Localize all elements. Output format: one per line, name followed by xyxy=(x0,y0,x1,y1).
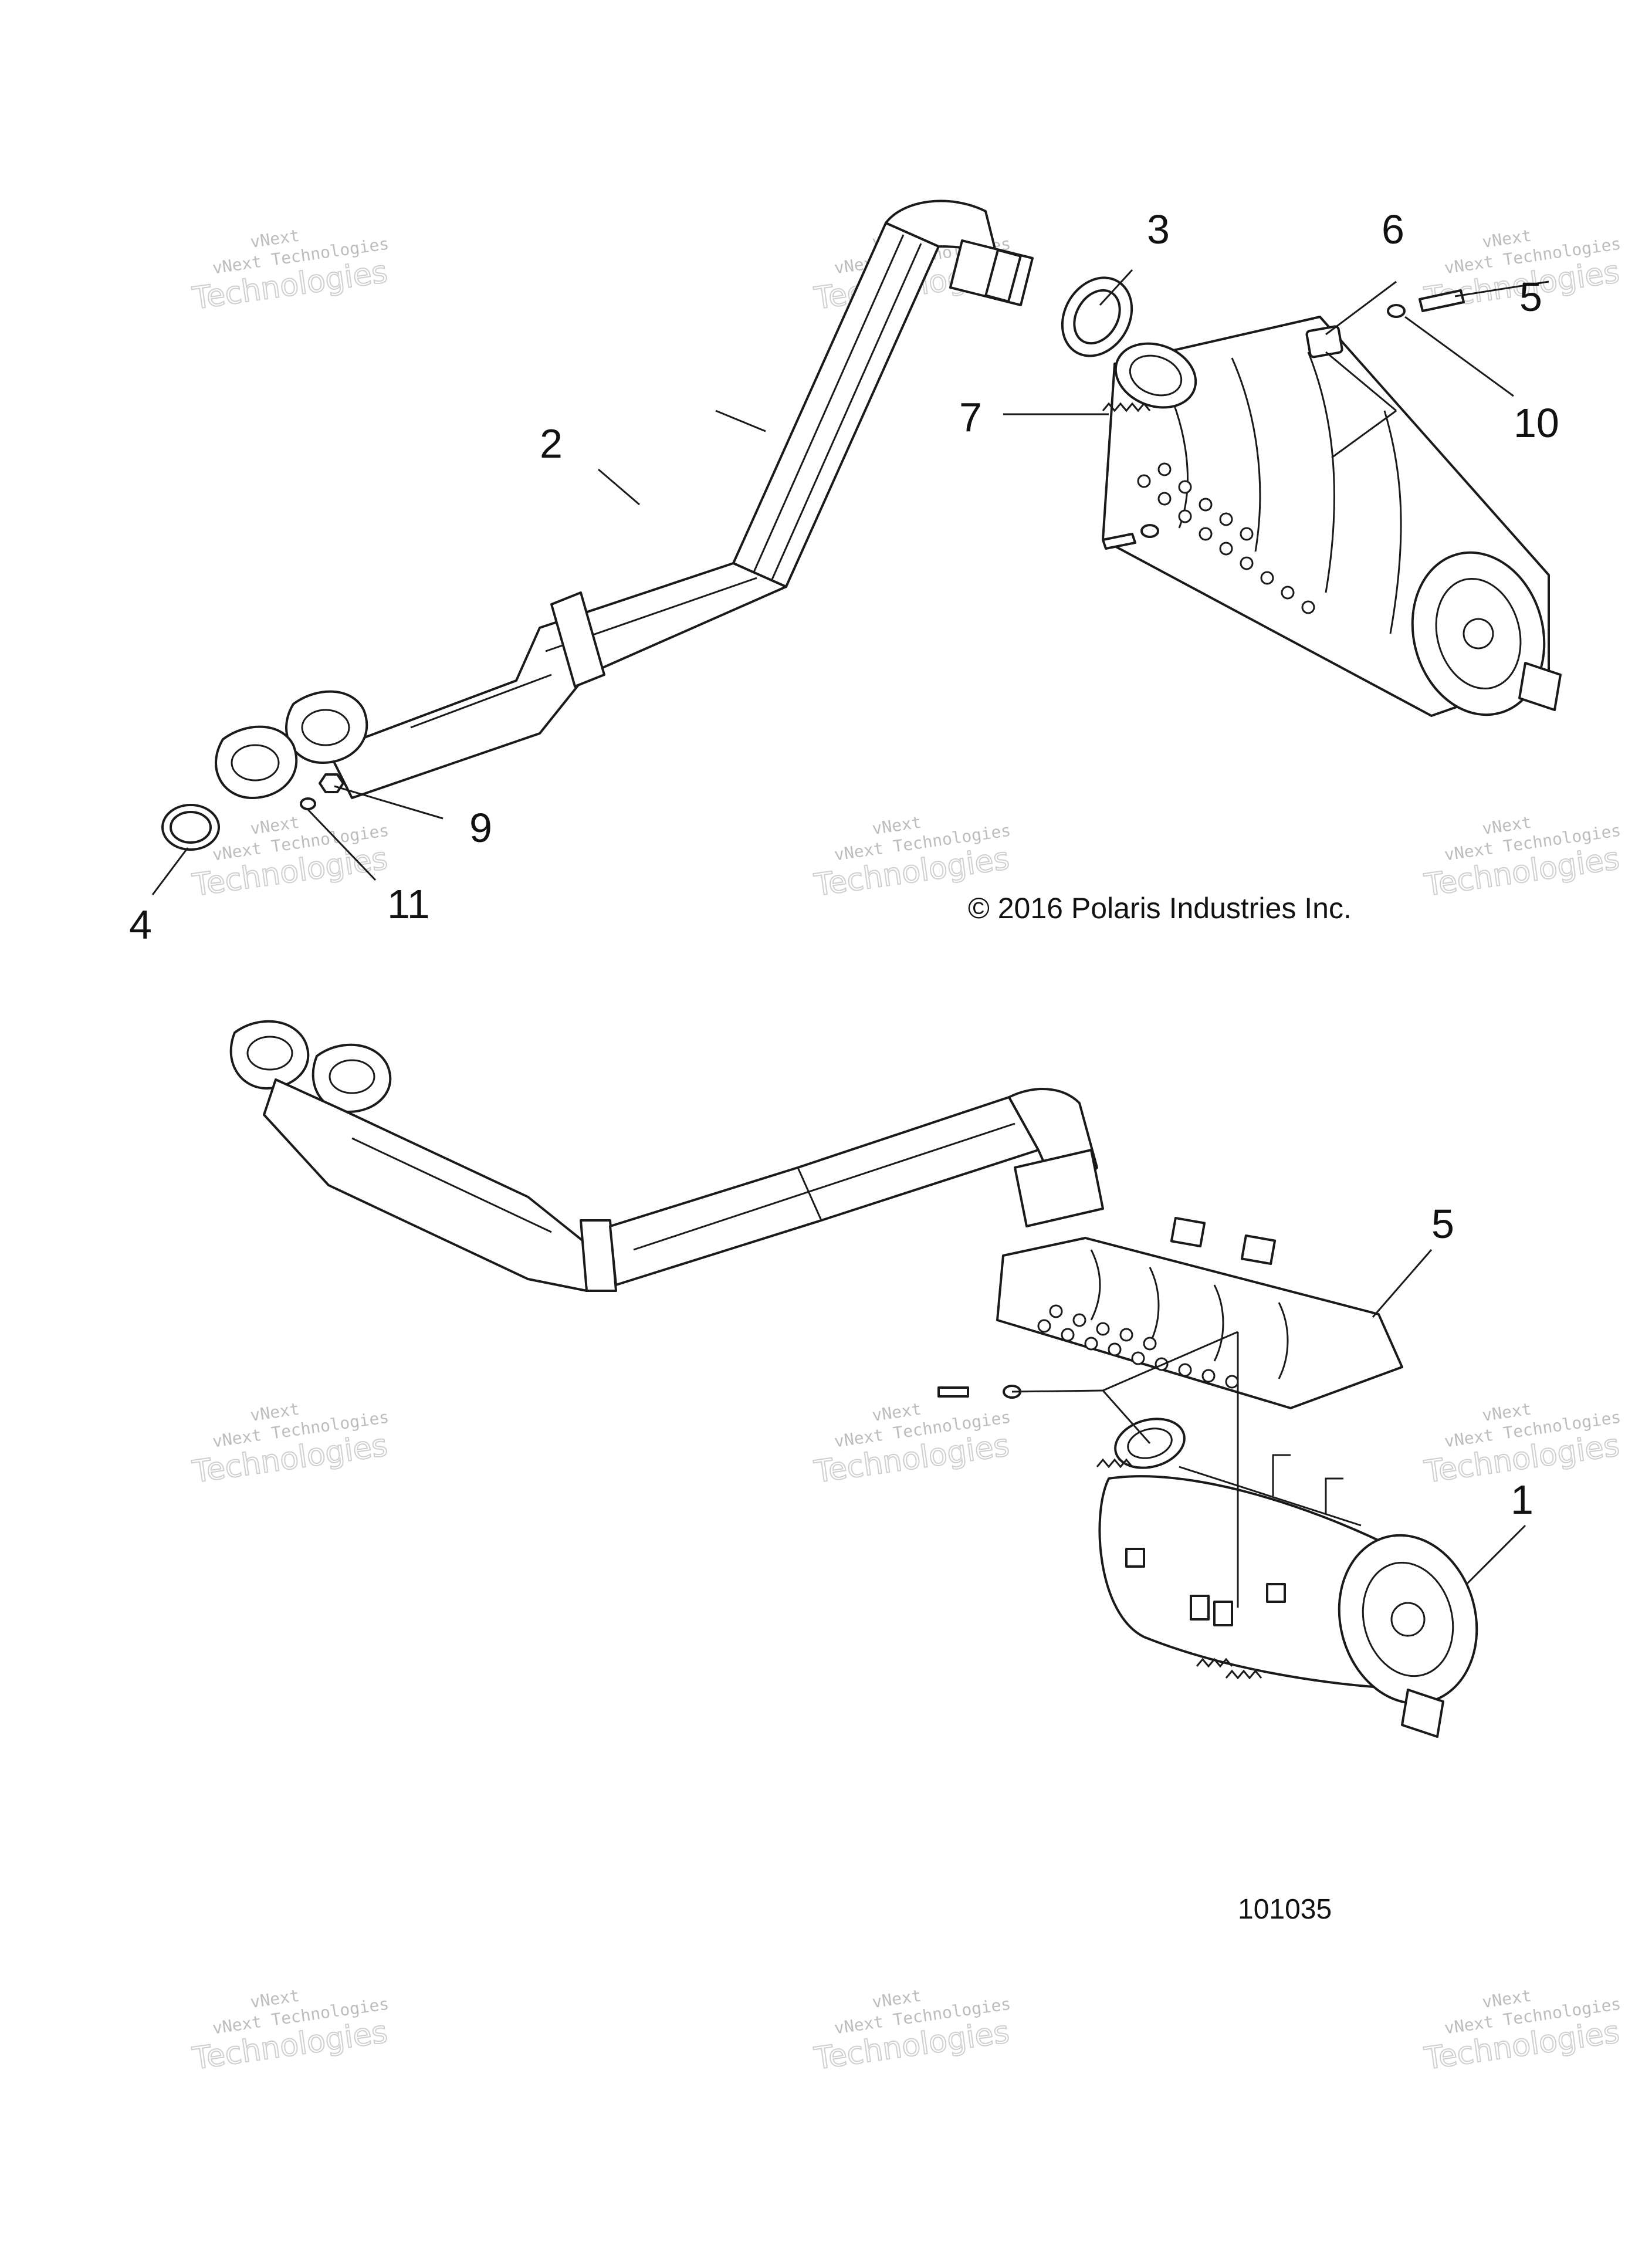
watermark: vNext vNext Technologies Technologies xyxy=(1421,226,1622,317)
callout-10: 10 xyxy=(1514,400,1559,446)
watermark: vNext vNext Technologies Technologies xyxy=(1421,813,1622,904)
exhaust-flange xyxy=(215,725,298,799)
callout-9: 9 xyxy=(469,805,492,851)
callouts-top: 3 6 5 7 10 2 9 11 4 xyxy=(129,207,1559,948)
leader-lines-bottom xyxy=(1011,1249,1526,1608)
figure-number: 101035 xyxy=(1238,1894,1332,1925)
callouts-bottom: 5 1 xyxy=(1431,1201,1533,1523)
seal-ring xyxy=(1061,276,1133,357)
exhaust-flange xyxy=(285,690,368,764)
callout-7: 7 xyxy=(959,394,982,440)
callout-2: 2 xyxy=(540,421,563,466)
watermark: vNext vNext Technologies Technologies xyxy=(1421,1399,1622,1491)
exhaust-spring xyxy=(1102,402,1151,412)
watermark: vNext vNext Technologies Technologies xyxy=(811,813,1012,904)
bolt-washer xyxy=(1387,289,1465,318)
shield-fastener xyxy=(937,1385,1021,1399)
heat-shield-holes xyxy=(1137,462,1315,614)
watermark: vNext vNext Technologies Technologies xyxy=(189,226,390,317)
callout-5-top: 5 xyxy=(1519,274,1542,320)
watermark: vNext vNext Technologies Technologies xyxy=(189,1986,390,2078)
muffler xyxy=(1096,1418,1478,1738)
callout-11: 11 xyxy=(387,881,430,927)
callout-4: 4 xyxy=(129,902,152,948)
leader-lines-top xyxy=(151,269,1549,895)
head-pipe xyxy=(215,199,1034,799)
heat-shield-holes xyxy=(1037,1304,1239,1389)
watermark: vNext vNext Technologies Technologies xyxy=(1421,1986,1622,2078)
watermark: vNext vNext Technologies Technologies xyxy=(189,1399,390,1491)
flange-washer xyxy=(300,797,316,810)
callout-1: 1 xyxy=(1511,1477,1533,1523)
shield-fastener xyxy=(1102,524,1159,550)
flange-nut xyxy=(319,773,344,793)
grommet xyxy=(1305,325,1343,358)
exploded-view xyxy=(161,199,1562,851)
head-pipe-assembled xyxy=(229,1020,1104,1292)
copyright-notice: © 2016 Polaris Industries Inc. xyxy=(968,892,1352,925)
watermark: vNext vNext Technologies Technologies xyxy=(811,1399,1012,1491)
assembled-view xyxy=(229,1020,1478,1738)
muffler-assembly xyxy=(1102,316,1562,717)
watermark: vNext vNext Technologies Technologies xyxy=(811,1986,1012,2078)
callout-3: 3 xyxy=(1147,207,1170,252)
exhaust-gasket xyxy=(161,804,220,851)
heat-shield xyxy=(996,1216,1403,1409)
callout-6: 6 xyxy=(1382,207,1404,252)
callout-5-bottom: 5 xyxy=(1431,1201,1454,1247)
